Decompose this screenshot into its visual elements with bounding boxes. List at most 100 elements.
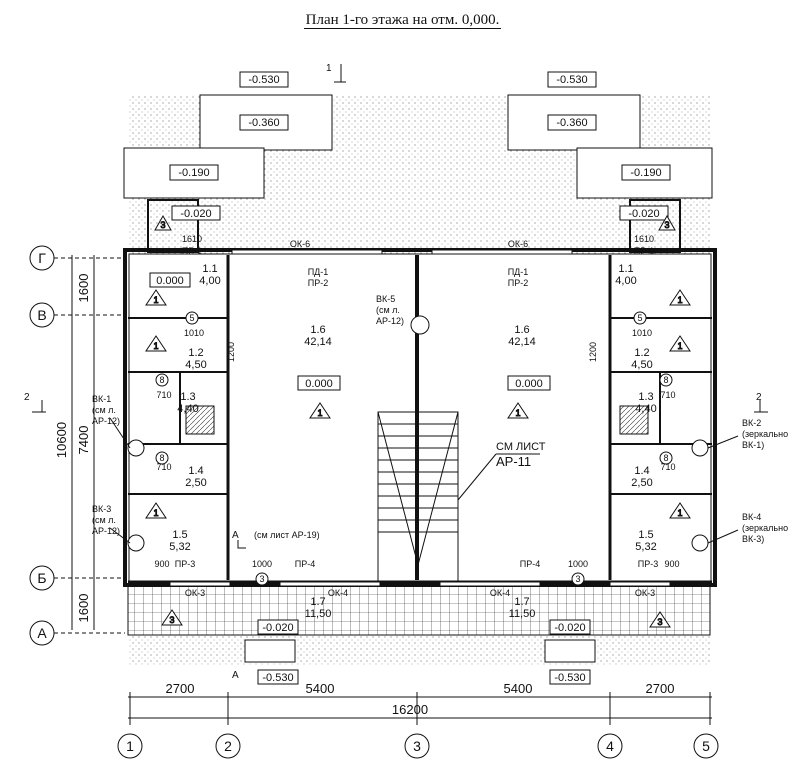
svg-text:1610: 1610: [182, 234, 202, 244]
svg-text:(см л.: (см л.: [92, 405, 116, 415]
room-id: 1.4: [634, 465, 649, 477]
svg-text:1000: 1000: [252, 559, 272, 569]
svg-text:5400: 5400: [306, 681, 335, 696]
svg-text:(зеркально: (зеркально: [742, 523, 788, 533]
axis-labels: 1 2 3 4 5 Г В Б А: [37, 250, 710, 754]
svg-text:8: 8: [159, 453, 164, 463]
svg-text:1: 1: [515, 408, 520, 418]
room-id: 1.6: [310, 324, 325, 336]
room-area: 42,14: [508, 336, 536, 348]
svg-text:2700: 2700: [646, 681, 675, 696]
svg-text:(см л.: (см л.: [376, 305, 400, 315]
svg-text:3: 3: [259, 574, 264, 584]
svg-text:710: 710: [660, 462, 675, 472]
room-id: 1.4: [188, 465, 203, 477]
svg-text:ОК-3: ОК-3: [185, 588, 205, 598]
svg-text:(см л.: (см л.: [92, 515, 116, 525]
level-porch-top-l: -0.530: [248, 74, 279, 86]
svg-text:3: 3: [664, 220, 669, 230]
level-porch-low-r: -0.190: [630, 167, 661, 179]
svg-text:1: 1: [153, 295, 158, 305]
level-porch-top-r: -0.530: [556, 74, 587, 86]
level-terrace-r: -0.020: [554, 622, 585, 634]
room-area: 11,50: [305, 608, 332, 620]
svg-text:1600: 1600: [76, 274, 91, 303]
svg-text:АР-12): АР-12): [376, 316, 404, 326]
svg-text:А: А: [232, 530, 239, 541]
room-id: 1.1: [202, 263, 217, 275]
svg-text:ВК-1: ВК-1: [92, 394, 111, 404]
svg-text:ОК-6: ОК-6: [290, 239, 310, 249]
room-area: 2,50: [185, 477, 206, 489]
level-main-l: 0.000: [305, 378, 333, 390]
svg-text:Г: Г: [38, 250, 46, 266]
room-id: 1.7: [310, 596, 325, 608]
level-bottom-r: -0.530: [554, 672, 585, 684]
svg-text:1: 1: [153, 341, 158, 351]
svg-text:10600: 10600: [54, 422, 69, 458]
axis-markers: [29, 245, 719, 759]
svg-text:ПР-3: ПР-3: [175, 559, 195, 569]
room-area: 4,50: [631, 359, 652, 371]
room-id: 1.7: [514, 596, 529, 608]
shaft-hatch: [185, 405, 649, 435]
svg-text:2: 2: [756, 392, 762, 403]
door-marks: 5 1010 8 710 8 710 3 1000 1610 900 5 101…: [154, 234, 680, 586]
leader-lines: [32, 64, 768, 549]
room-id: 1.1: [618, 263, 633, 275]
svg-text:ОК-6: ОК-6: [508, 239, 528, 249]
svg-text:(зеркально: (зеркально: [742, 429, 788, 439]
svg-text:8: 8: [663, 453, 668, 463]
terraces: [127, 584, 711, 636]
svg-text:710: 710: [156, 462, 171, 472]
svg-text:1610: 1610: [634, 234, 654, 244]
svg-text:3: 3: [413, 738, 421, 754]
svg-text:1010: 1010: [632, 328, 652, 338]
svg-text:ПР-3: ПР-3: [638, 559, 658, 569]
room-area: 4,00: [615, 275, 636, 287]
svg-text:(см лист АР-19): (см лист АР-19): [254, 530, 320, 540]
level-porch-mid-r: -0.360: [556, 117, 587, 129]
room-area: 4,40: [635, 403, 656, 415]
room-area: 11,50: [509, 608, 536, 620]
svg-text:2: 2: [24, 392, 30, 403]
svg-text:ВК-3: ВК-3: [92, 504, 111, 514]
svg-text:710: 710: [660, 390, 675, 400]
svg-text:1200: 1200: [588, 342, 598, 362]
room-area: 5,32: [635, 541, 656, 553]
svg-text:ПД-1: ПД-1: [508, 267, 529, 277]
svg-text:ВК-2: ВК-2: [742, 418, 761, 428]
svg-text:ПР-2: ПР-2: [308, 278, 328, 288]
svg-text:1600: 1600: [76, 594, 91, 623]
svg-text:ВК-3): ВК-3): [742, 534, 764, 544]
svg-text:ПР-4: ПР-4: [295, 559, 315, 569]
svg-text:А: А: [37, 625, 47, 641]
svg-text:5: 5: [702, 738, 710, 754]
svg-text:АР-12): АР-12): [92, 416, 120, 426]
svg-text:ПР-2: ПР-2: [508, 278, 528, 288]
room-id: 1.2: [634, 347, 649, 359]
level-left-hall: 0.000: [156, 275, 184, 287]
svg-text:900: 900: [154, 559, 169, 569]
svg-text:1: 1: [126, 738, 134, 754]
level-terrace-l: -0.020: [262, 622, 293, 634]
level-entry-l: -0.020: [180, 208, 211, 220]
svg-text:3: 3: [169, 615, 174, 625]
level-porch-low-l: -0.190: [178, 167, 209, 179]
svg-text:4: 4: [606, 738, 614, 754]
svg-text:1: 1: [677, 508, 682, 518]
svg-text:Б: Б: [37, 570, 46, 586]
room-labels: 1.1 4,00 1.2 4,50 1.3 4,40 1.4 2,50 1.5 …: [169, 263, 656, 620]
svg-text:1000: 1000: [568, 559, 588, 569]
svg-text:5400: 5400: [504, 681, 533, 696]
svg-text:ВК-1): ВК-1): [742, 440, 764, 450]
room-area: 5,32: [169, 541, 190, 553]
svg-text:2: 2: [224, 738, 232, 754]
svg-text:1: 1: [317, 408, 322, 418]
svg-text:3: 3: [657, 617, 662, 627]
svg-text:СМ ЛИСТ: СМ ЛИСТ: [496, 441, 546, 453]
svg-text:2700: 2700: [166, 681, 195, 696]
svg-text:В: В: [37, 307, 46, 323]
svg-text:900: 900: [664, 559, 679, 569]
